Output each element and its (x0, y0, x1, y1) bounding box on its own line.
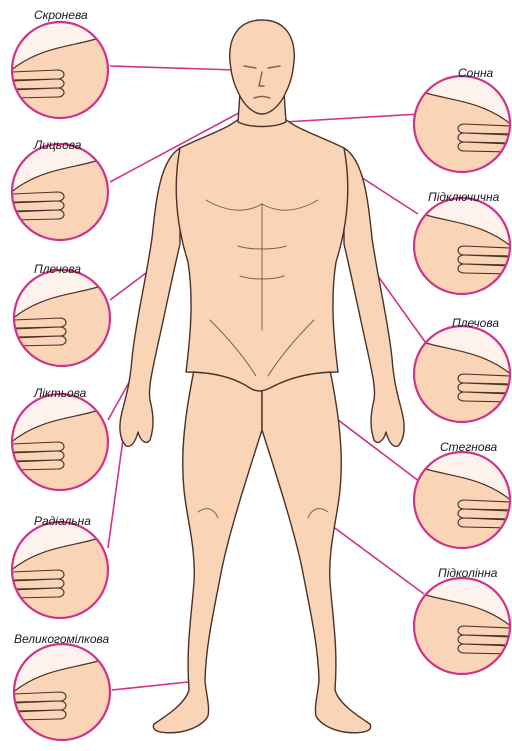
inset-finger (14, 327, 66, 337)
inset-finger (12, 192, 64, 202)
right-leg (262, 370, 371, 733)
inset-finger (12, 201, 64, 211)
leader-line-tibial (112, 682, 188, 690)
inset-finger (458, 383, 510, 393)
inset-finger (458, 626, 510, 636)
inset-finger (458, 500, 510, 510)
leader-line-carotid (284, 114, 420, 122)
inset-tibial (2, 644, 122, 746)
right-arm (344, 148, 404, 446)
label-ulnar: Ліктьова (34, 386, 86, 400)
label-popliteal: Підколінна (438, 566, 497, 580)
inset-finger (14, 701, 66, 711)
inset-finger (458, 635, 510, 645)
inset-finger (458, 374, 510, 384)
inset-facial (0, 144, 120, 252)
inset-brachial-right (402, 326, 512, 434)
label-brachial-right: Плечова (452, 316, 499, 330)
label-tibial: Великогомілкова (14, 632, 109, 646)
inset-finger (458, 509, 510, 519)
inset-femoral (402, 452, 512, 560)
inset-finger (458, 124, 510, 134)
inset-popliteal (402, 578, 512, 686)
inset-finger (12, 570, 64, 580)
inset-finger (458, 246, 510, 256)
left-leg (153, 370, 262, 733)
inset-brachial-left (2, 270, 122, 378)
label-brachial-left: Плечова (34, 262, 81, 276)
left-arm (120, 148, 180, 446)
leader-line-temporal (110, 66, 236, 70)
inset-finger (12, 70, 64, 80)
inset-finger (12, 79, 64, 89)
inset-temporal (0, 22, 120, 130)
inset-carotid (402, 76, 512, 184)
inset-radial (0, 522, 120, 630)
inset-finger (14, 318, 66, 328)
label-subclavian: Підключична (428, 190, 499, 204)
inset-finger (458, 133, 510, 143)
leader-line-radial (108, 425, 125, 548)
label-radial: Радіальна (34, 514, 91, 528)
label-carotid: Сонна (458, 66, 493, 80)
human-body-figure (120, 20, 404, 733)
inset-finger (14, 692, 66, 702)
inset-finger (458, 255, 510, 265)
inset-ulnar (0, 394, 120, 502)
leader-line-popliteal (324, 520, 424, 594)
label-femoral: Стегнова (440, 440, 497, 454)
label-temporal: Скронева (34, 8, 88, 22)
inset-finger (12, 579, 64, 589)
inset-subclavian (402, 198, 512, 306)
inset-finger (12, 442, 64, 452)
inset-finger (12, 451, 64, 461)
label-facial: Лицьова (34, 138, 81, 152)
